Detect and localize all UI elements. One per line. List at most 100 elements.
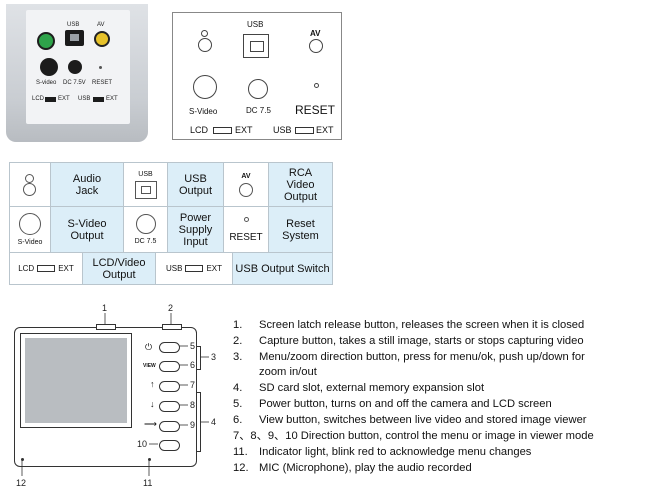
callout-2: 2 bbox=[168, 303, 174, 313]
device-diagram: ⏻ VIEW ↑ ↓ ⟶ 1 2 3 4 5 6 7 8 9 10 1 bbox=[0, 300, 230, 495]
dc-port-photo bbox=[68, 60, 82, 74]
callout-5: 5 bbox=[190, 341, 196, 351]
legend-row: zoom in/out bbox=[259, 366, 317, 378]
latch-button bbox=[96, 324, 116, 330]
callout-lines bbox=[21, 313, 209, 476]
down-button bbox=[159, 401, 180, 412]
reset-label: RESET bbox=[295, 103, 336, 117]
usb-switch-photo bbox=[93, 97, 104, 102]
usb-label: USB bbox=[247, 20, 264, 29]
dc-label: DC 7.5V bbox=[63, 80, 86, 86]
svideo-output-cell: S-Video Output bbox=[51, 207, 124, 253]
av-port-icon bbox=[239, 182, 253, 197]
audio-jack-icon-cell bbox=[10, 163, 51, 207]
av-label: AV bbox=[241, 172, 251, 180]
svideo-icon-cell: S-Video bbox=[10, 207, 51, 253]
port-table: Audio Jack USB USB Output AV RCA Video O… bbox=[9, 162, 333, 285]
legend-row: 4.SD card slot, external memory expansio… bbox=[233, 382, 485, 394]
legend-row: 6.View button, switches between live vid… bbox=[233, 414, 587, 426]
legend-row: 5.Power button, turns on and off the cam… bbox=[233, 398, 552, 410]
usb-label: USB bbox=[138, 170, 153, 178]
callout-12: 12 bbox=[16, 478, 27, 488]
reset-hole-icon bbox=[243, 216, 249, 222]
device-screen-frame bbox=[20, 333, 132, 428]
mic-hole bbox=[21, 458, 24, 461]
ext-label: EXT bbox=[316, 125, 334, 135]
ext-label: EXT bbox=[58, 264, 74, 273]
callout-3: 3 bbox=[211, 352, 217, 362]
rca-video-output-cell: RCA Video Output bbox=[269, 163, 333, 207]
audio-jack-notch bbox=[201, 30, 208, 37]
svideo-port-icon bbox=[193, 75, 217, 99]
lcd-switch-photo bbox=[45, 97, 56, 102]
lcd-switch-icon bbox=[37, 265, 56, 272]
usb-port-icon bbox=[134, 180, 157, 199]
down-arrow-icon: ↓ bbox=[150, 399, 155, 409]
av-port-photo bbox=[94, 31, 110, 47]
device-screen bbox=[25, 338, 127, 423]
ext-label: EXT bbox=[106, 96, 118, 102]
av-label: AV bbox=[97, 22, 105, 28]
view-button bbox=[159, 361, 180, 372]
dc-label: DC 7.5 bbox=[246, 106, 271, 115]
up-button bbox=[159, 381, 180, 392]
callout-4: 4 bbox=[211, 417, 217, 427]
usb-icon-cell: USB bbox=[124, 163, 168, 207]
indicator-light bbox=[148, 458, 151, 461]
power-icon: ⏻ bbox=[145, 342, 153, 352]
right-button bbox=[159, 421, 180, 432]
usb-switch-icon bbox=[185, 265, 204, 272]
usb-port-photo bbox=[65, 30, 84, 46]
dc-label: DC 7.5 bbox=[134, 238, 157, 245]
lcd-label: LCD bbox=[18, 264, 35, 273]
callout-11: 11 bbox=[143, 478, 153, 488]
callout-1: 1 bbox=[102, 303, 108, 313]
svideo-label: S-Video bbox=[189, 107, 218, 116]
audio-jack-cell: Audio Jack bbox=[51, 163, 124, 207]
view-label: VIEW bbox=[143, 363, 156, 369]
lcd-switch-icon bbox=[213, 127, 232, 134]
av-icon-cell: AV bbox=[224, 163, 269, 207]
reset-label: RESET bbox=[92, 80, 113, 86]
dc-port-icon bbox=[135, 214, 156, 234]
reset-label: RESET bbox=[229, 231, 263, 243]
reset-hole-photo bbox=[99, 66, 102, 69]
up-arrow-icon: ↑ bbox=[150, 379, 155, 389]
dc-icon-cell: DC 7.5 bbox=[124, 207, 168, 253]
svideo-port-photo bbox=[40, 58, 58, 76]
legend-row: 2.Capture button, takes a still image, s… bbox=[233, 335, 584, 347]
av-port-icon bbox=[309, 39, 323, 53]
callout-9: 9 bbox=[190, 420, 196, 430]
ext-label: EXT bbox=[235, 125, 253, 135]
usb-port-icon bbox=[243, 34, 269, 58]
ext-label: EXT bbox=[206, 264, 222, 273]
usb-switch-label: USB bbox=[165, 264, 183, 273]
usb-switch-label: USB bbox=[78, 96, 91, 102]
callout-8: 8 bbox=[190, 400, 196, 410]
reset-hole-icon bbox=[314, 83, 319, 88]
left-button bbox=[159, 440, 180, 451]
svideo-label: S-Video bbox=[17, 239, 43, 246]
legend-row: 12.MIC (Microphone), play the audio reco… bbox=[233, 462, 472, 474]
legend-row: 3.Menu/zoom direction button, press for … bbox=[233, 351, 585, 363]
legend-row: 7、8、9、10 Direction button, control the m… bbox=[233, 430, 594, 442]
usb-output-switch-cell: USB Output Switch bbox=[233, 253, 333, 285]
dc-port-icon bbox=[248, 79, 268, 99]
lcd-label: LCD bbox=[190, 125, 209, 135]
reset-system-cell: Reset System bbox=[269, 207, 333, 253]
usb-label: USB bbox=[67, 22, 80, 28]
audio-jack-photo bbox=[37, 32, 55, 50]
usb-switch-cell: USB EXT bbox=[156, 253, 233, 285]
usb-switch-icon bbox=[295, 127, 314, 134]
svideo-label: S-video bbox=[36, 80, 57, 86]
callout-7: 7 bbox=[190, 380, 196, 390]
lcd-video-output-cell: LCD/Video Output bbox=[83, 253, 156, 285]
ext-label: EXT bbox=[58, 96, 70, 102]
lcd-switch-cell: LCD EXT bbox=[10, 253, 83, 285]
lcd-label: LCD bbox=[32, 96, 45, 102]
legend-row: 11.Indicator light, blink red to acknowl… bbox=[233, 446, 532, 458]
usb-output-cell: USB Output bbox=[168, 163, 224, 207]
legend: 1.Screen latch release button, releases … bbox=[233, 319, 643, 479]
capture-button bbox=[162, 324, 182, 330]
av-label: AV bbox=[310, 29, 321, 38]
